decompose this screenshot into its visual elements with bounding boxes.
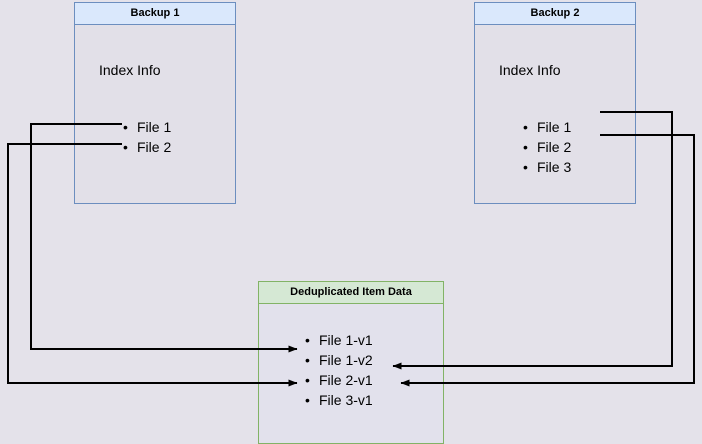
list-item: File 2 xyxy=(123,137,171,157)
backup-2-title: Backup 2 xyxy=(475,3,635,25)
deduplicated-item-data-body: File 1-v1 File 1-v2 File 2-v1 File 3-v1 xyxy=(259,304,443,443)
backup-2-box[interactable]: Backup 2 Index Info File 1 File 2 File 3 xyxy=(474,2,636,204)
list-item: File 2 xyxy=(523,137,571,157)
backup-2-file-list: File 1 File 2 File 3 xyxy=(523,117,571,177)
backup-1-file-list: File 1 File 2 xyxy=(123,117,171,157)
backup-2-body: Index Info File 1 File 2 File 3 xyxy=(475,25,635,203)
deduplicated-item-data-box[interactable]: Deduplicated Item Data File 1-v1 File 1-… xyxy=(258,281,444,444)
backup-1-title: Backup 1 xyxy=(75,3,235,25)
list-item: File 1 xyxy=(523,117,571,137)
backup-2-index-info-label: Index Info xyxy=(499,62,561,78)
list-item: File 1-v2 xyxy=(305,350,373,370)
list-item: File 1-v1 xyxy=(305,330,373,350)
backup-1-body: Index Info File 1 File 2 xyxy=(75,25,235,203)
list-item: File 3 xyxy=(523,157,571,177)
backup-1-index-info-label: Index Info xyxy=(99,62,161,78)
list-item: File 3-v1 xyxy=(305,390,373,410)
deduplicated-item-data-title: Deduplicated Item Data xyxy=(259,282,443,304)
list-item: File 1 xyxy=(123,117,171,137)
dedup-item-list: File 1-v1 File 1-v2 File 2-v1 File 3-v1 xyxy=(305,330,373,410)
list-item: File 2-v1 xyxy=(305,370,373,390)
backup-1-box[interactable]: Backup 1 Index Info File 1 File 2 xyxy=(74,2,236,204)
